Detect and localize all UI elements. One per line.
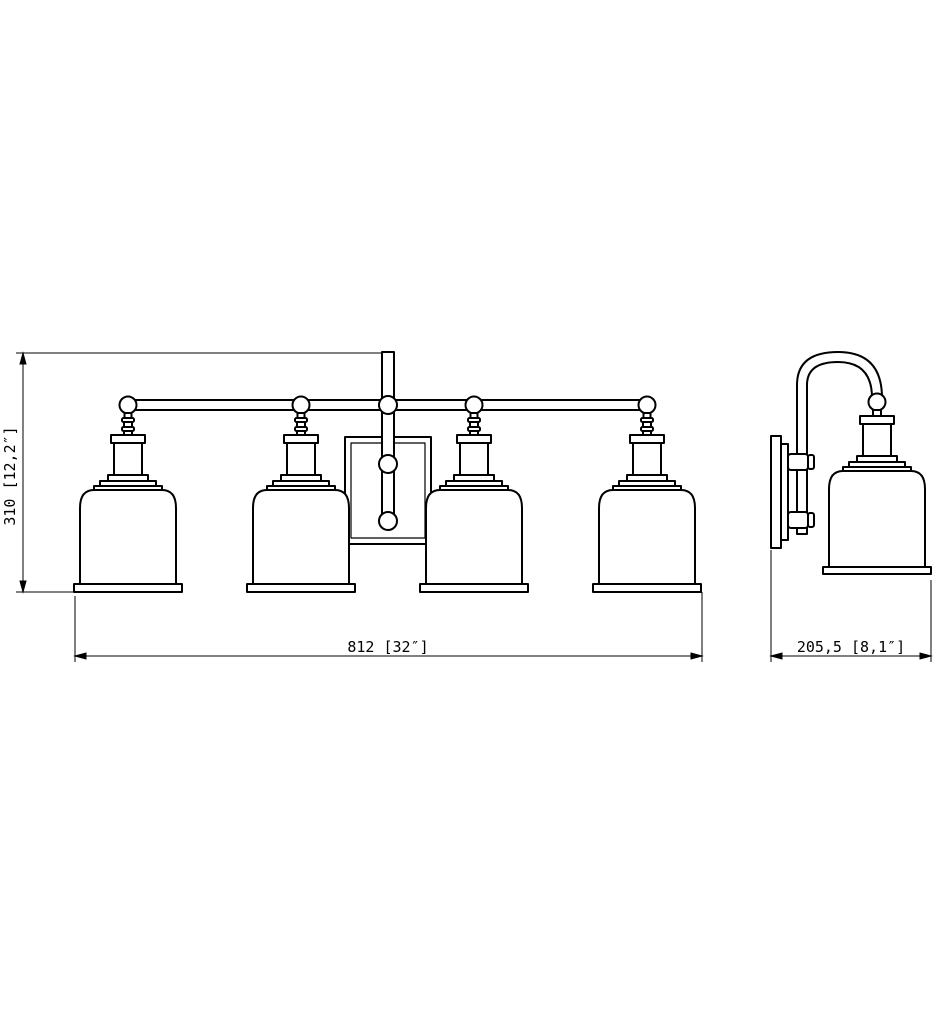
side-view <box>770 351 932 575</box>
width-dimension <box>73 592 704 662</box>
height-label: 310 [12,2″] <box>1 426 19 525</box>
center-knob-bottom <box>378 511 398 531</box>
height-dimension <box>16 351 386 594</box>
side-backplate-edge <box>780 443 789 541</box>
center-knob-middle <box>378 454 398 474</box>
center-post <box>381 351 395 524</box>
width-arrow-right <box>690 652 704 660</box>
side-lamp <box>822 392 932 575</box>
width-label: 812 [32″] <box>347 638 428 656</box>
depth-arrow-right <box>919 652 933 660</box>
lamp-fixture-1 <box>73 395 183 593</box>
depth-label: 205,5 [8,1″] <box>797 638 905 656</box>
side-knob-lower-cap <box>807 512 815 528</box>
side-knob-lower <box>787 511 809 529</box>
side-knob-upper-cap <box>807 454 815 470</box>
lamp-fixture-4 <box>592 395 702 593</box>
center-finial-top <box>378 395 398 415</box>
front-view <box>73 351 702 593</box>
height-arrow-top <box>19 351 27 365</box>
lamp-fixture-3 <box>419 395 529 593</box>
width-arrow-left <box>73 652 87 660</box>
depth-arrow-left <box>769 652 783 660</box>
side-knob-upper <box>787 453 809 471</box>
side-backplate <box>770 435 782 549</box>
lamp-fixture-2 <box>246 395 356 593</box>
depth-dimension <box>769 550 933 662</box>
height-arrow-bottom <box>19 580 27 594</box>
